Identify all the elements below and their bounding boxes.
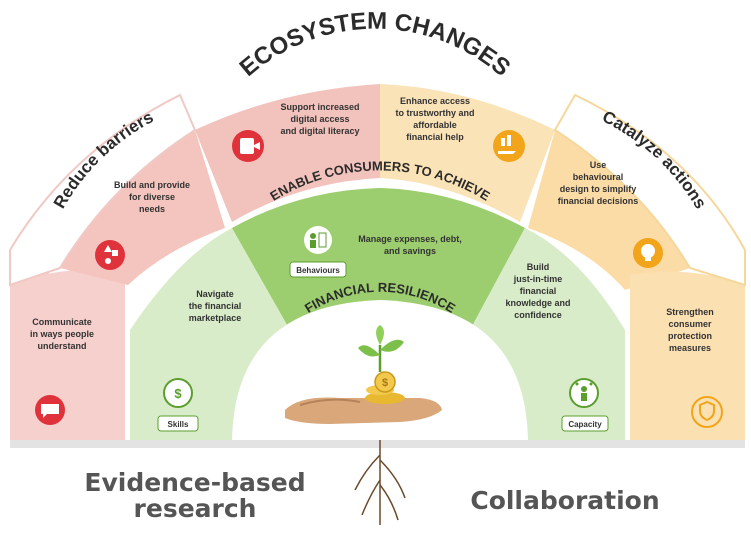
- ground-line: [10, 440, 745, 448]
- middle-text-behaviours: Manage expenses, debt,and savings: [358, 234, 462, 256]
- shield-icon: [691, 396, 723, 428]
- footer-left-line1: Evidence-based: [84, 468, 306, 497]
- person-checklist-icon: [304, 226, 332, 254]
- middle-segment-behaviours: [232, 188, 525, 330]
- diagram-title: ECOSYSTEM CHANGES: [235, 8, 516, 82]
- outer-label-arc-left: [9, 93, 197, 287]
- speech-bubble-icon: [35, 395, 65, 425]
- money-hand-icon: [493, 130, 525, 162]
- hand-plant-coins-icon: $: [285, 325, 442, 424]
- person-stars-icon: [569, 378, 599, 408]
- digital-device-icon: [232, 130, 264, 162]
- outer-segment-protection: [630, 271, 745, 440]
- footer-left-line2: research: [133, 494, 257, 524]
- svg-text:Behaviours: Behaviours: [296, 266, 340, 275]
- outer-band: [9, 84, 746, 440]
- outer-segment-digital: [195, 84, 380, 222]
- behaviours-tag: Behaviours: [289, 261, 347, 278]
- svg-text:$: $: [174, 386, 182, 401]
- outer-label-arc-right: [553, 93, 746, 287]
- shapes-icon: [95, 240, 125, 270]
- skills-tag: Skills: [157, 415, 199, 432]
- footer-right-label: Collaboration: [470, 486, 660, 515]
- dollar-cycle-icon: $: [163, 378, 193, 408]
- svg-text:Skills: Skills: [168, 420, 189, 429]
- capacity-tag: Capacity: [561, 415, 609, 432]
- roots-icon: [354, 440, 406, 525]
- svg-text:Capacity: Capacity: [568, 420, 602, 429]
- footer-evidence-research: Evidence-based research: [75, 468, 315, 524]
- outer-segment-enhance: [380, 84, 555, 222]
- footer-collaboration: Collaboration: [445, 486, 685, 515]
- outer-segment-communicate-main: [10, 269, 125, 440]
- head-lightbulb-icon: [633, 238, 663, 268]
- svg-text:$: $: [382, 377, 388, 389]
